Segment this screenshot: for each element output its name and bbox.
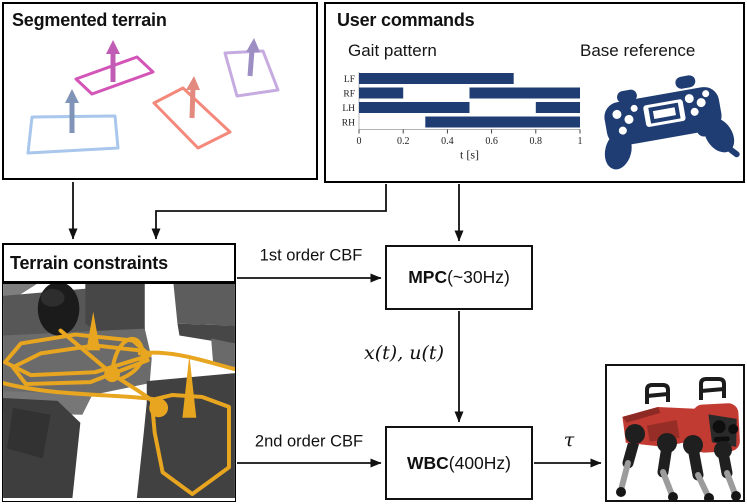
wbc-node: WBC (400Hz) (385, 426, 533, 500)
mpc-node: MPC (~30Hz) (385, 245, 533, 310)
gait-pattern-label: Gait pattern (348, 41, 437, 60)
first-order-cbf-label: 1st order CBF (259, 246, 363, 265)
segmented-terrain-title: Segmented terrain (12, 10, 167, 30)
gamepad-antenna (700, 126, 740, 158)
gait-row-label: RH (342, 119, 355, 129)
torque-label: τ (563, 429, 575, 451)
gait-bar (535, 102, 580, 113)
terrain-patches-illustration (26, 38, 280, 155)
gait-pattern-chart: LF RF LH RH0 0.2 0.4 0.6 0.8 1 t [s] (342, 72, 583, 162)
robot-handles (645, 377, 726, 404)
terrain-patch-magenta (74, 55, 155, 96)
robot-torso (622, 403, 740, 453)
robot-hip-joints (625, 424, 732, 459)
constraint-normals (86, 311, 197, 418)
segmented-terrain-panel: Segmented terrain (2, 2, 318, 180)
gait-tick-label: 0.2 (397, 136, 410, 147)
normal-arrow-salmon (186, 76, 200, 119)
terrain-constraints-title: Terrain constraints (10, 252, 168, 273)
gait-row-label: LF (344, 75, 355, 85)
gait-row-label: RF (343, 90, 355, 100)
robot-shins (618, 460, 738, 499)
terrain-constraints-render-image (2, 283, 236, 502)
mpc-rate: (~30Hz) (447, 267, 510, 287)
gait-tick-label: 0.6 (485, 136, 498, 147)
gait-row-label: LH (342, 104, 355, 114)
gait-tick-label: 0.4 (441, 136, 454, 147)
normal-arrow-magenta (106, 40, 120, 82)
gait-xaxis-label: t [s] (460, 148, 479, 162)
gait-bar (469, 87, 580, 99)
user-commands-title: User commands (337, 10, 475, 30)
normal-arrow-blue (65, 89, 79, 133)
gait-bar (359, 73, 514, 84)
constraint-outlines (3, 328, 235, 497)
robot-feet (616, 487, 741, 500)
arrow-commands-to-constraints (151, 184, 387, 240)
normal-arrow-purple (246, 38, 260, 77)
wbc-name: WBC (406, 452, 449, 473)
second-order-cbf-label: 2nd order CBF (254, 432, 364, 451)
robot-foot-shape (37, 284, 80, 336)
terrain-patch-blue (26, 114, 120, 155)
gamepad-icon (604, 75, 740, 170)
wbc-rate: (400Hz) (448, 452, 512, 473)
base-reference-label: Base reference (580, 41, 696, 60)
gait-bar (425, 116, 580, 128)
terrain-constraints-header: Terrain constraints (2, 243, 236, 283)
gait-bar (359, 102, 470, 113)
gamepad-screen (648, 102, 681, 124)
mpc-name: MPC (408, 267, 448, 287)
gait-tick-label: 1 (578, 136, 583, 147)
terrain-patch-salmon (152, 86, 232, 150)
gamepad-body (604, 75, 735, 170)
quadruped-robot-image (605, 364, 745, 502)
state-input-label: x(t), u(t) (364, 342, 444, 364)
user-commands-panel: User commands Gait pattern Base referenc… (324, 2, 745, 183)
gait-tick-label: 0 (357, 136, 362, 147)
gait-bar (359, 87, 404, 99)
gait-tick-label: 0.8 (530, 136, 543, 147)
